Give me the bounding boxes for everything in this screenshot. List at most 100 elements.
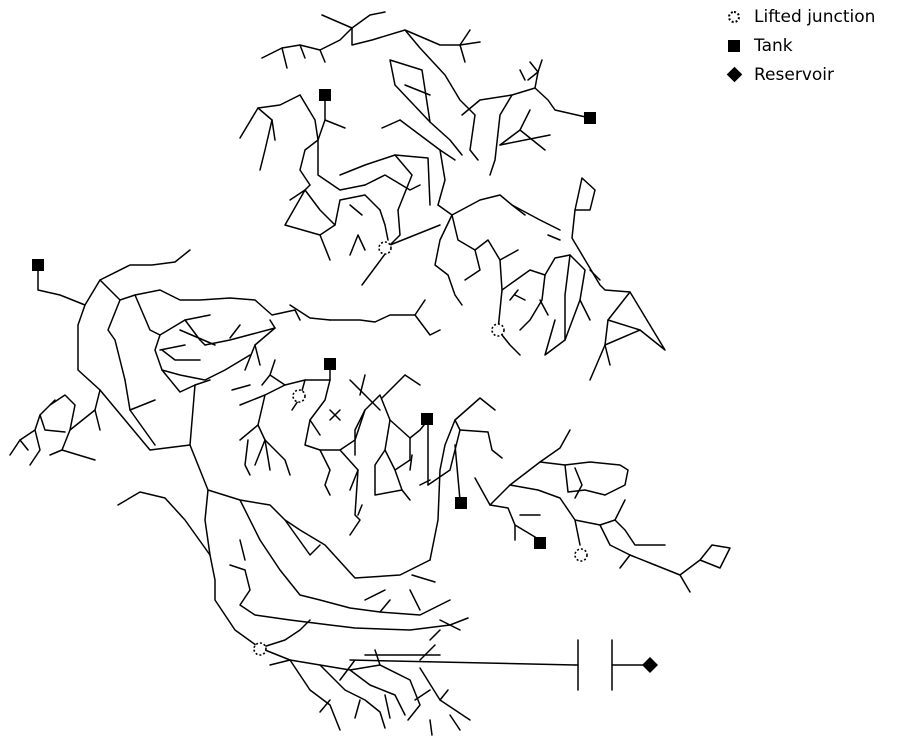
pipe-segment (490, 430, 570, 505)
pipe-segment (230, 565, 468, 630)
pipe-segment (402, 490, 410, 500)
pipe-segment (540, 300, 548, 315)
pipe-segment (318, 95, 365, 190)
pipe-segment (545, 255, 570, 275)
pipe-segment (305, 380, 330, 495)
pipe-segment (195, 380, 210, 385)
tank-icon (324, 358, 336, 370)
pipe-segment (608, 292, 665, 350)
pipe-segment (162, 370, 195, 445)
pipe-segment (300, 45, 305, 58)
pipe-segment (415, 690, 430, 700)
pipe-segment (340, 155, 412, 210)
pipe-segment (450, 715, 460, 730)
pipe-segment (78, 305, 100, 390)
pipe-segment (162, 355, 250, 380)
pipe-segment (520, 70, 525, 80)
pipe-segment (130, 400, 155, 410)
pipe-segment (30, 430, 40, 465)
pipe-segment (20, 440, 28, 450)
pipe-segment (462, 88, 590, 118)
pipe-segment (240, 500, 450, 615)
pipe-segment (390, 60, 430, 122)
pipe-segment (270, 660, 290, 665)
pipe-segment (655, 545, 730, 575)
pipe-segment (118, 492, 260, 648)
pipe-segment (310, 420, 320, 435)
pipe-segment (365, 590, 385, 600)
legend-item-tank: Tank (720, 31, 875, 60)
pipe-segment (95, 410, 100, 430)
tank-icon (319, 89, 331, 101)
tank-icon (455, 497, 467, 509)
pipe-segment (262, 375, 285, 385)
pipe-segment (575, 520, 580, 545)
pipe-segment (400, 120, 445, 205)
pipe-segment (350, 660, 575, 665)
pipe-segment (285, 520, 320, 555)
pipe-segment (135, 295, 162, 370)
pipe-segment (10, 395, 75, 455)
lifted-junction-icon (254, 643, 266, 655)
legend-label: Reservoir (748, 65, 834, 85)
pipe-segment (415, 300, 425, 315)
pipe-segment (322, 12, 385, 28)
pipe-segment (430, 122, 462, 155)
tank-icon (421, 413, 433, 425)
lifted-junctions (254, 242, 587, 655)
pipe-segment (440, 690, 448, 700)
lifted-junction-icon (293, 390, 305, 402)
tank-icon (32, 259, 44, 271)
pipe-segment (162, 350, 200, 360)
tank-icon (584, 112, 596, 124)
pipe-segment (245, 440, 250, 475)
lifted-junction-icon (728, 11, 740, 23)
pipe-segment (600, 520, 665, 545)
lifted-junction-icon (575, 549, 587, 561)
pipe-segment (180, 330, 215, 345)
pipe-segment (405, 85, 430, 95)
pipe-segment (390, 225, 440, 245)
tank-icon (728, 40, 740, 52)
pipe-segment (50, 450, 62, 455)
pipe-segment (420, 645, 435, 660)
pipe-segment (435, 215, 462, 305)
pipe-segment (590, 345, 605, 380)
pipe-segment (580, 300, 590, 320)
pipe-segment (340, 395, 428, 450)
pipe-segment (160, 345, 185, 350)
pipe-segment (375, 650, 380, 665)
pipe-segment (382, 375, 405, 398)
pipe-segment (412, 575, 435, 582)
pipe-segment (125, 380, 155, 445)
pipe-segment (272, 120, 275, 140)
pipe-segment (405, 375, 420, 385)
pipe-segment (575, 468, 582, 498)
pipe-segment (270, 360, 275, 375)
pipe-segment (395, 155, 430, 205)
pipe-segment (382, 120, 400, 128)
pipe-segment (510, 290, 518, 300)
pipe-segment (572, 210, 630, 365)
pipe-segment (575, 178, 595, 210)
lifted-junction-icon (379, 242, 391, 254)
pipe-segment (38, 250, 190, 305)
pipe-segment (270, 320, 275, 328)
pipe-segment (100, 390, 208, 490)
legend-label: Lifted junction (748, 7, 875, 27)
pipe-segment (390, 210, 400, 245)
pipe-segment (265, 440, 290, 475)
pipe-segment (428, 398, 495, 485)
pipe-segment (350, 235, 365, 255)
pipe-segment (255, 345, 260, 365)
pipe-segment (515, 295, 525, 300)
pipe-segment (355, 700, 360, 718)
pipe-segment (325, 120, 345, 128)
pipe-segment (205, 490, 210, 555)
pipe-segment (230, 325, 240, 338)
reservoir-icon (726, 67, 742, 83)
pipe-segment (62, 390, 100, 460)
pipe-segment (380, 600, 390, 612)
pipe-segment (380, 210, 388, 240)
